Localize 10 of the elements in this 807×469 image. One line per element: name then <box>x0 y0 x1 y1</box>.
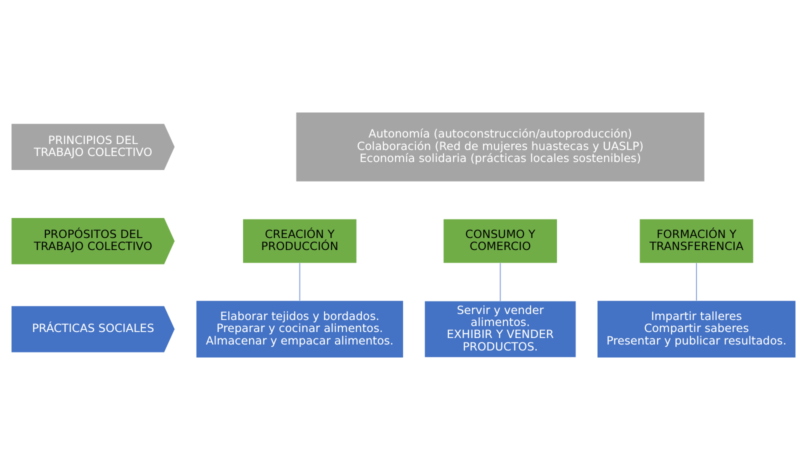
node-box: Autonomía (autoconstrucción/autoproducción) Colaboración (Red de mujeres huastecas y UASLP) Economía solidaria (prácticas locales sostenibles) <box>296 112 704 181</box>
connector <box>500 262 501 301</box>
node-box: FORMACIÓN Y TRANSFERENCIA <box>640 218 754 262</box>
connector <box>696 262 697 300</box>
node-box: CONSUMO Y COMERCIO <box>444 218 557 262</box>
node-box: Elaborar tejidos y bordados. Preparar y cocinar alimentos. Almacenar y empacar alimentos. <box>196 300 404 357</box>
connector <box>299 262 300 300</box>
node-box: CREACIÓN Y PRODUCCIÓN <box>243 218 356 262</box>
node-box: Servir y vender alimentos. EXHIBIR Y VENDER PRODUCTOS. <box>424 300 576 357</box>
node-box: Impartir talleres Compartir saberes Presentar y publicar resultados. <box>598 300 796 357</box>
